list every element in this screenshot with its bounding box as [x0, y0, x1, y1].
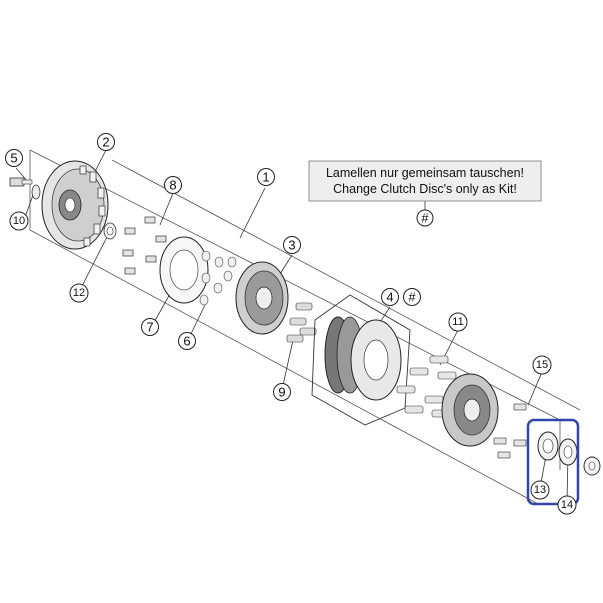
svg-text:1: 1: [262, 170, 269, 185]
callout-7: 7: [141, 318, 159, 336]
part-rollers-6: [199, 250, 237, 306]
callouts: 1 2 3 4 # 5 6 7 8 9 10 11 12 13 14 15: [5, 133, 577, 515]
svg-text:11: 11: [452, 316, 463, 328]
callout-5: 5: [5, 149, 23, 167]
kit-notice: Lamellen nur gemeinsam tauschen! Change …: [308, 160, 542, 227]
svg-text:10: 10: [13, 215, 25, 227]
part-springs-9: [286, 302, 317, 343]
svg-text:14: 14: [561, 499, 573, 511]
notice-marker: #: [421, 211, 429, 226]
part-pressure-plate: [441, 373, 499, 447]
svg-text:2: 2: [102, 135, 109, 150]
callout-3: 3: [283, 236, 301, 254]
callout-6: 6: [178, 332, 196, 350]
notice-line-en: Change Clutch Disc's only as Kit!: [333, 182, 517, 196]
callout-14: 14: [557, 495, 577, 515]
callout-8: 8: [164, 176, 182, 194]
part-washer-12: [103, 222, 117, 240]
highlight-box: [526, 418, 580, 506]
svg-text:12: 12: [73, 287, 85, 299]
svg-text:6: 6: [183, 334, 190, 349]
part-bushing-14: [558, 438, 578, 466]
part-screw-5: [9, 177, 33, 187]
callout-10: 10: [9, 211, 29, 231]
part-disc-kit-4: [311, 294, 411, 426]
svg-text:15: 15: [536, 359, 548, 371]
svg-text:5: 5: [10, 151, 17, 166]
assembly-outline: [29, 149, 581, 506]
callout-1: 1: [257, 168, 275, 186]
part-clutch-basket-2: [41, 160, 109, 250]
svg-text:4: 4: [386, 290, 393, 305]
svg-text:8: 8: [169, 178, 176, 193]
part-bearing-13: [537, 431, 559, 461]
callout-11: 11: [448, 312, 468, 332]
callout-9: 9: [273, 383, 291, 401]
callout-15: 15: [532, 355, 552, 375]
svg-text:3: 3: [288, 238, 295, 253]
svg-text:#: #: [408, 290, 416, 305]
callout-12: 12: [69, 283, 89, 303]
part-hub-3: [235, 261, 289, 335]
svg-text:7: 7: [146, 320, 153, 335]
callout-2: 2: [97, 133, 115, 151]
part-plate-7: [159, 236, 209, 304]
part-washer-10: [31, 184, 41, 200]
part-end-washer: [583, 456, 601, 476]
part-screws-15: [493, 403, 527, 459]
part-pins-11: [396, 355, 457, 418]
notice-line-de: Lamellen nur gemeinsam tauschen!: [326, 166, 524, 180]
svg-text:9: 9: [278, 385, 285, 400]
callout-4: 4: [381, 288, 399, 306]
part-bolts-8: [122, 216, 167, 275]
svg-text:13: 13: [534, 484, 546, 496]
callout-13: 13: [530, 480, 550, 500]
callout-4-marker: #: [403, 288, 421, 306]
